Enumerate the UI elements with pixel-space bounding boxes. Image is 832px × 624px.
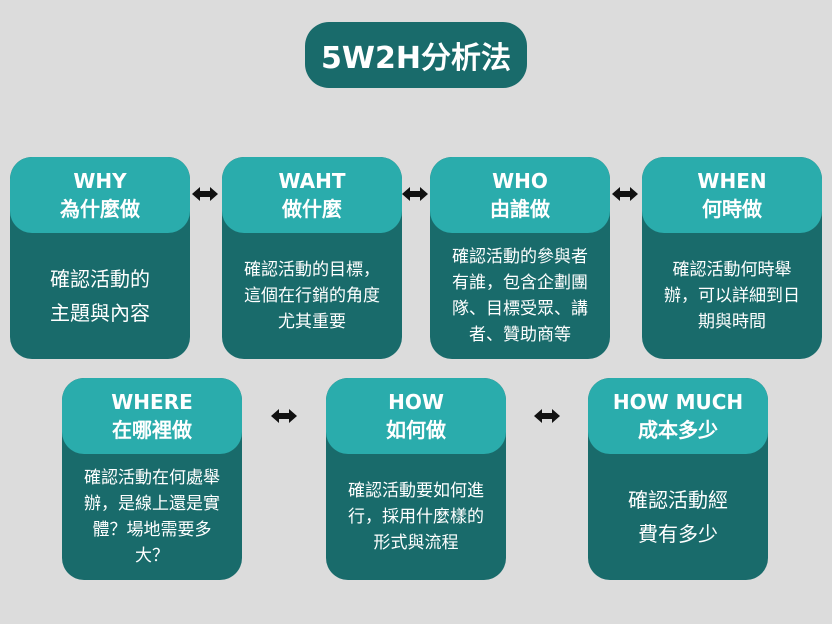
card-header: WHERE 在哪裡做 xyxy=(62,378,242,454)
description-line: 確認活動經 xyxy=(628,488,728,512)
card-where: 確認活動在何處舉辦，是線上還是實體？場地需要多大？ WHERE 在哪裡做 xyxy=(62,378,242,580)
card-question: 在哪裡做 xyxy=(112,418,192,442)
description-line: 確認活動的參與者 xyxy=(452,247,588,267)
card-keyword: HOW MUCH xyxy=(612,390,744,414)
description-line: 費有多少 xyxy=(638,522,718,546)
card-question: 何時做 xyxy=(702,197,762,221)
card-question: 為什麼做 xyxy=(60,197,140,221)
card-waht: 確認活動的目標， 這個在行銷的角度尤其重要 WAHT 做什麼 xyxy=(222,157,402,359)
card-keyword: WHY xyxy=(73,169,127,193)
card-keyword: HOW xyxy=(388,390,444,414)
card-how: 確認活動要如何進行，採用什麼樣的形式與流程 HOW 如何做 xyxy=(326,378,506,580)
description-line: 大？ xyxy=(135,546,169,566)
card-description: 確認活動要如何進行，採用什麼樣的形式與流程 xyxy=(330,454,502,580)
description-line: 有誰，包含企劃團 xyxy=(452,273,588,293)
description-line: 隊、目標受眾、講 xyxy=(452,299,588,319)
double-arrow-icon xyxy=(192,187,218,201)
card-description: 確認活動經費有多少 xyxy=(592,454,764,580)
double-arrow-icon xyxy=(271,409,297,423)
card-header: HOW MUCH 成本多少 xyxy=(588,378,768,454)
card-description: 確認活動的目標， 這個在行銷的角度尤其重要 xyxy=(226,233,398,359)
card-how-much: 確認活動經費有多少 HOW MUCH 成本多少 xyxy=(588,378,768,580)
diagram-title: 5W2H分析法 xyxy=(305,22,527,88)
card-description: 確認活動何時舉辦，可以詳細到日期與時間 xyxy=(646,233,818,359)
card-keyword: WHEN xyxy=(697,169,767,193)
card-when: 確認活動何時舉辦，可以詳細到日期與時間 WHEN 何時做 xyxy=(642,157,822,359)
description-line: 確認活動的 xyxy=(50,267,150,291)
card-description: 確認活動的主題與內容 xyxy=(14,233,186,359)
description-line: 尤其重要 xyxy=(278,312,346,332)
description-line: 形式與流程 xyxy=(373,533,459,553)
card-header: WHO 由誰做 xyxy=(430,157,610,233)
card-header: WHEN 何時做 xyxy=(642,157,822,233)
card-description: 確認活動的參與者有誰，包含企劃團隊、目標受眾、講者、贊助商等 xyxy=(434,233,606,359)
card-header: WHY 為什麼做 xyxy=(10,157,190,233)
description-line: 辦，是線上還是實 xyxy=(84,494,220,514)
description-line: 者、贊助商等 xyxy=(469,325,571,345)
card-question: 由誰做 xyxy=(490,197,550,221)
card-who: 確認活動的參與者有誰，包含企劃團隊、目標受眾、講者、贊助商等 WHO 由誰做 xyxy=(430,157,610,359)
card-question: 成本多少 xyxy=(638,418,718,442)
double-arrow-icon xyxy=(534,409,560,423)
description-line: 確認活動要如何進 xyxy=(348,481,484,501)
double-arrow-icon xyxy=(402,187,428,201)
card-question: 做什麼 xyxy=(282,197,342,221)
description-line: 這個在行銷的角度 xyxy=(244,286,380,306)
description-line: 確認活動在何處舉 xyxy=(84,468,220,488)
card-question: 如何做 xyxy=(386,418,446,442)
card-header: WAHT 做什麼 xyxy=(222,157,402,233)
description-line: 行，採用什麼樣的 xyxy=(348,507,484,527)
description-line: 確認活動的目標， xyxy=(244,260,380,280)
description-line: 體？場地需要多 xyxy=(92,520,212,540)
description-line: 期與時間 xyxy=(698,312,766,332)
card-header: HOW 如何做 xyxy=(326,378,506,454)
card-why: 確認活動的主題與內容 WHY 為什麼做 xyxy=(10,157,190,359)
card-keyword: WHERE xyxy=(111,390,193,414)
double-arrow-icon xyxy=(612,187,638,201)
card-keyword: WHO xyxy=(492,169,548,193)
card-description: 確認活動在何處舉辦，是線上還是實體？場地需要多大？ xyxy=(66,454,238,580)
description-line: 辦，可以詳細到日 xyxy=(664,286,800,306)
card-keyword: WAHT xyxy=(278,169,346,193)
description-line: 主題與內容 xyxy=(50,301,150,325)
description-line: 確認活動何時舉 xyxy=(672,260,792,280)
